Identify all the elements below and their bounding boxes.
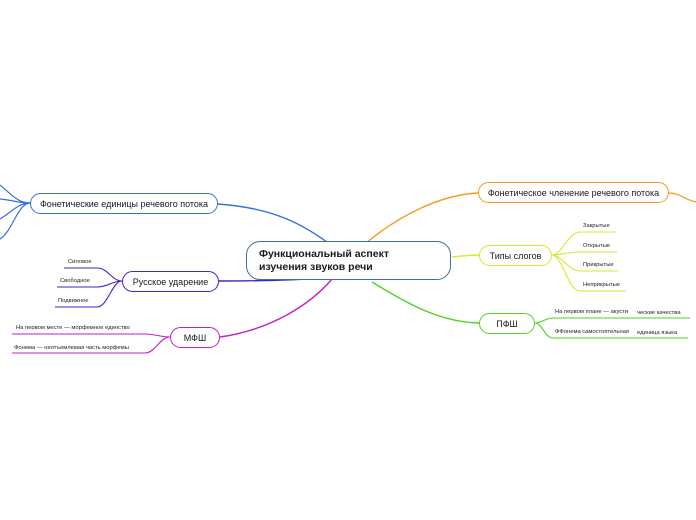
connector-stress-leaf	[96, 280, 123, 308]
connector-phonetic-units	[217, 203, 336, 249]
topic-segmentation[interactable]: Фонетическое членение речевого потока	[478, 182, 669, 203]
connector-syllables-leaf	[551, 254, 581, 292]
leaf-stress-2[interactable]: Подвижное	[58, 298, 89, 304]
central-topic[interactable]: Функциональный аспект изучения звуков ре…	[246, 241, 451, 280]
connector-mfsh-leaf	[144, 336, 171, 354]
connector-syllables-leaf	[551, 231, 581, 256]
topic-label: МФШ	[183, 332, 207, 343]
central-topic-label: Функциональный аспект изучения звуков ре…	[259, 247, 389, 273]
connector-pfsh-leaf	[534, 322, 554, 339]
leaf-stress-1[interactable]: Свободное	[60, 278, 90, 284]
connector-pfsh	[371, 281, 480, 324]
connector-segmentation	[365, 192, 479, 244]
topic-label: Русское ударение	[132, 276, 209, 287]
connector-mfsh-leaf	[144, 333, 171, 338]
topic-phonetic-units[interactable]: Фонетические единицы речевого потока	[30, 193, 218, 214]
topic-mfsh[interactable]: МФШ	[170, 327, 220, 348]
connector-pfsh-leaf	[534, 317, 554, 324]
leaf-syllables-1[interactable]: Открытые	[583, 243, 611, 249]
leaf-mfsh-1[interactable]: Фонема — неотъемлемая часть морфемы	[14, 345, 129, 351]
topic-label: Фонетическое членение речевого потока	[487, 187, 660, 198]
leaf-stress-0[interactable]: Силовое	[68, 259, 92, 265]
leaf-pfsh-1-part-a[interactable]: ФФонема самостоятельная	[555, 329, 630, 335]
topic-label: Фонетические единицы речевого потока	[39, 198, 209, 209]
topic-label: Типы слогов	[489, 250, 542, 261]
leaf-syllables-2[interactable]: Прикрытые	[583, 262, 614, 268]
leaf-pfsh-0-part-b[interactable]: ческие качества	[637, 310, 681, 316]
connector-phonetic-units-left	[0, 202, 31, 240]
topic-label: ПФШ	[496, 318, 518, 329]
leaf-pfsh-1-part-b[interactable]: единица языка	[637, 330, 678, 336]
topic-syllables[interactable]: Типы слогов	[479, 245, 552, 266]
connector-segmentation-right	[668, 192, 696, 203]
connector-phonetic-units-left	[0, 184, 31, 204]
leaf-pfsh-0-part-a[interactable]: На первом плане — акусти	[555, 309, 629, 315]
topic-stress[interactable]: Русское ударение	[122, 271, 219, 292]
connector-phonetic-units-left	[0, 202, 31, 220]
topic-pfsh[interactable]: ПФШ	[479, 313, 535, 334]
leaf-syllables-0[interactable]: Закрытые	[583, 223, 610, 229]
connector-mfsh	[219, 278, 333, 338]
connector-phonetic-units-left	[0, 198, 31, 204]
leaf-syllables-3[interactable]: Неприкрытые	[583, 282, 620, 288]
leaf-mfsh-0[interactable]: На первом месте — морфемное единство	[16, 325, 130, 331]
connector-stress-leaf	[96, 267, 123, 282]
connector-syllables	[451, 254, 480, 258]
